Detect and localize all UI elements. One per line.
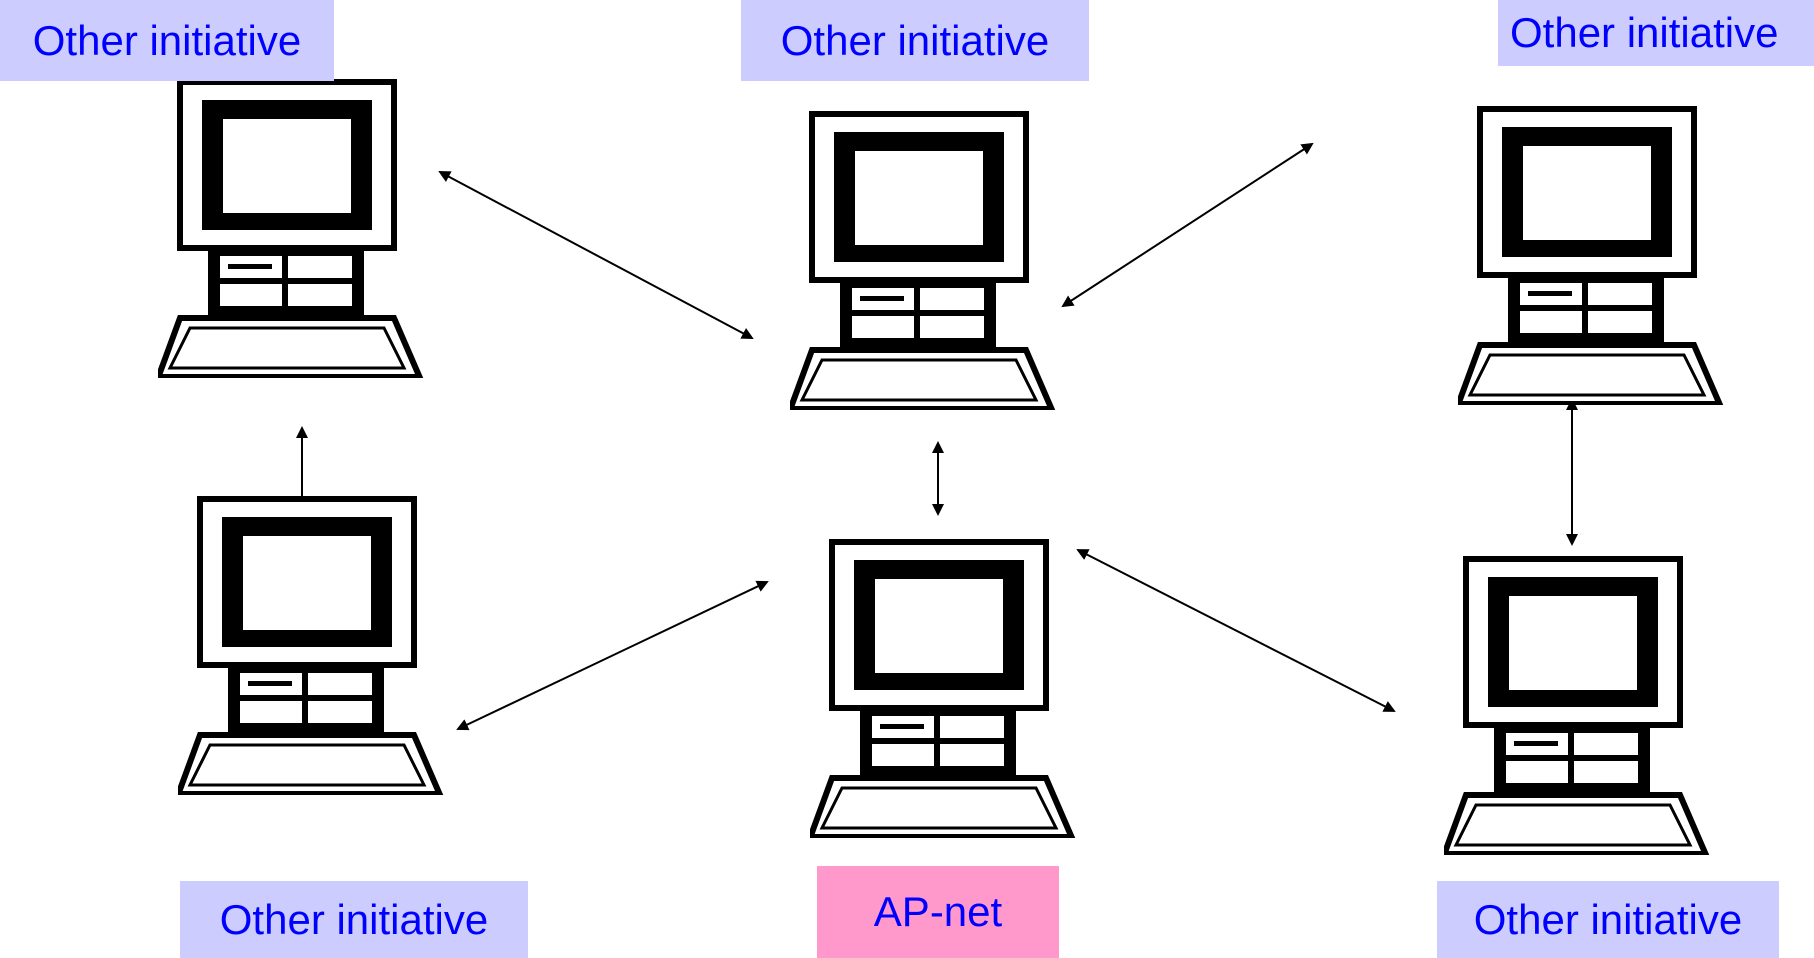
label-top-left: Other initiative (0, 0, 334, 81)
arrow-bottom-left-bottom-center (456, 580, 769, 731)
label-top-right: Other initiative (1498, 0, 1814, 66)
label-bottom-left: Other initiative (180, 881, 528, 958)
label-bottom-right: Other initiative (1437, 881, 1779, 958)
computer-bottom-center-icon (810, 538, 1080, 838)
computer-top-left-icon (158, 78, 428, 378)
computer-bottom-left-icon (178, 495, 448, 795)
label-top-center: Other initiative (741, 0, 1089, 81)
computer-bottom-right-icon (1444, 555, 1714, 855)
computer-top-center-icon (790, 110, 1060, 410)
arrow-bottom-center-bottom-right (1076, 549, 1396, 712)
label-bottom-center: AP-net (817, 866, 1059, 958)
arrow-top-center-top-right (1061, 142, 1314, 308)
arrow-top-left-top-center (438, 171, 754, 339)
computer-top-right-icon (1458, 105, 1728, 405)
